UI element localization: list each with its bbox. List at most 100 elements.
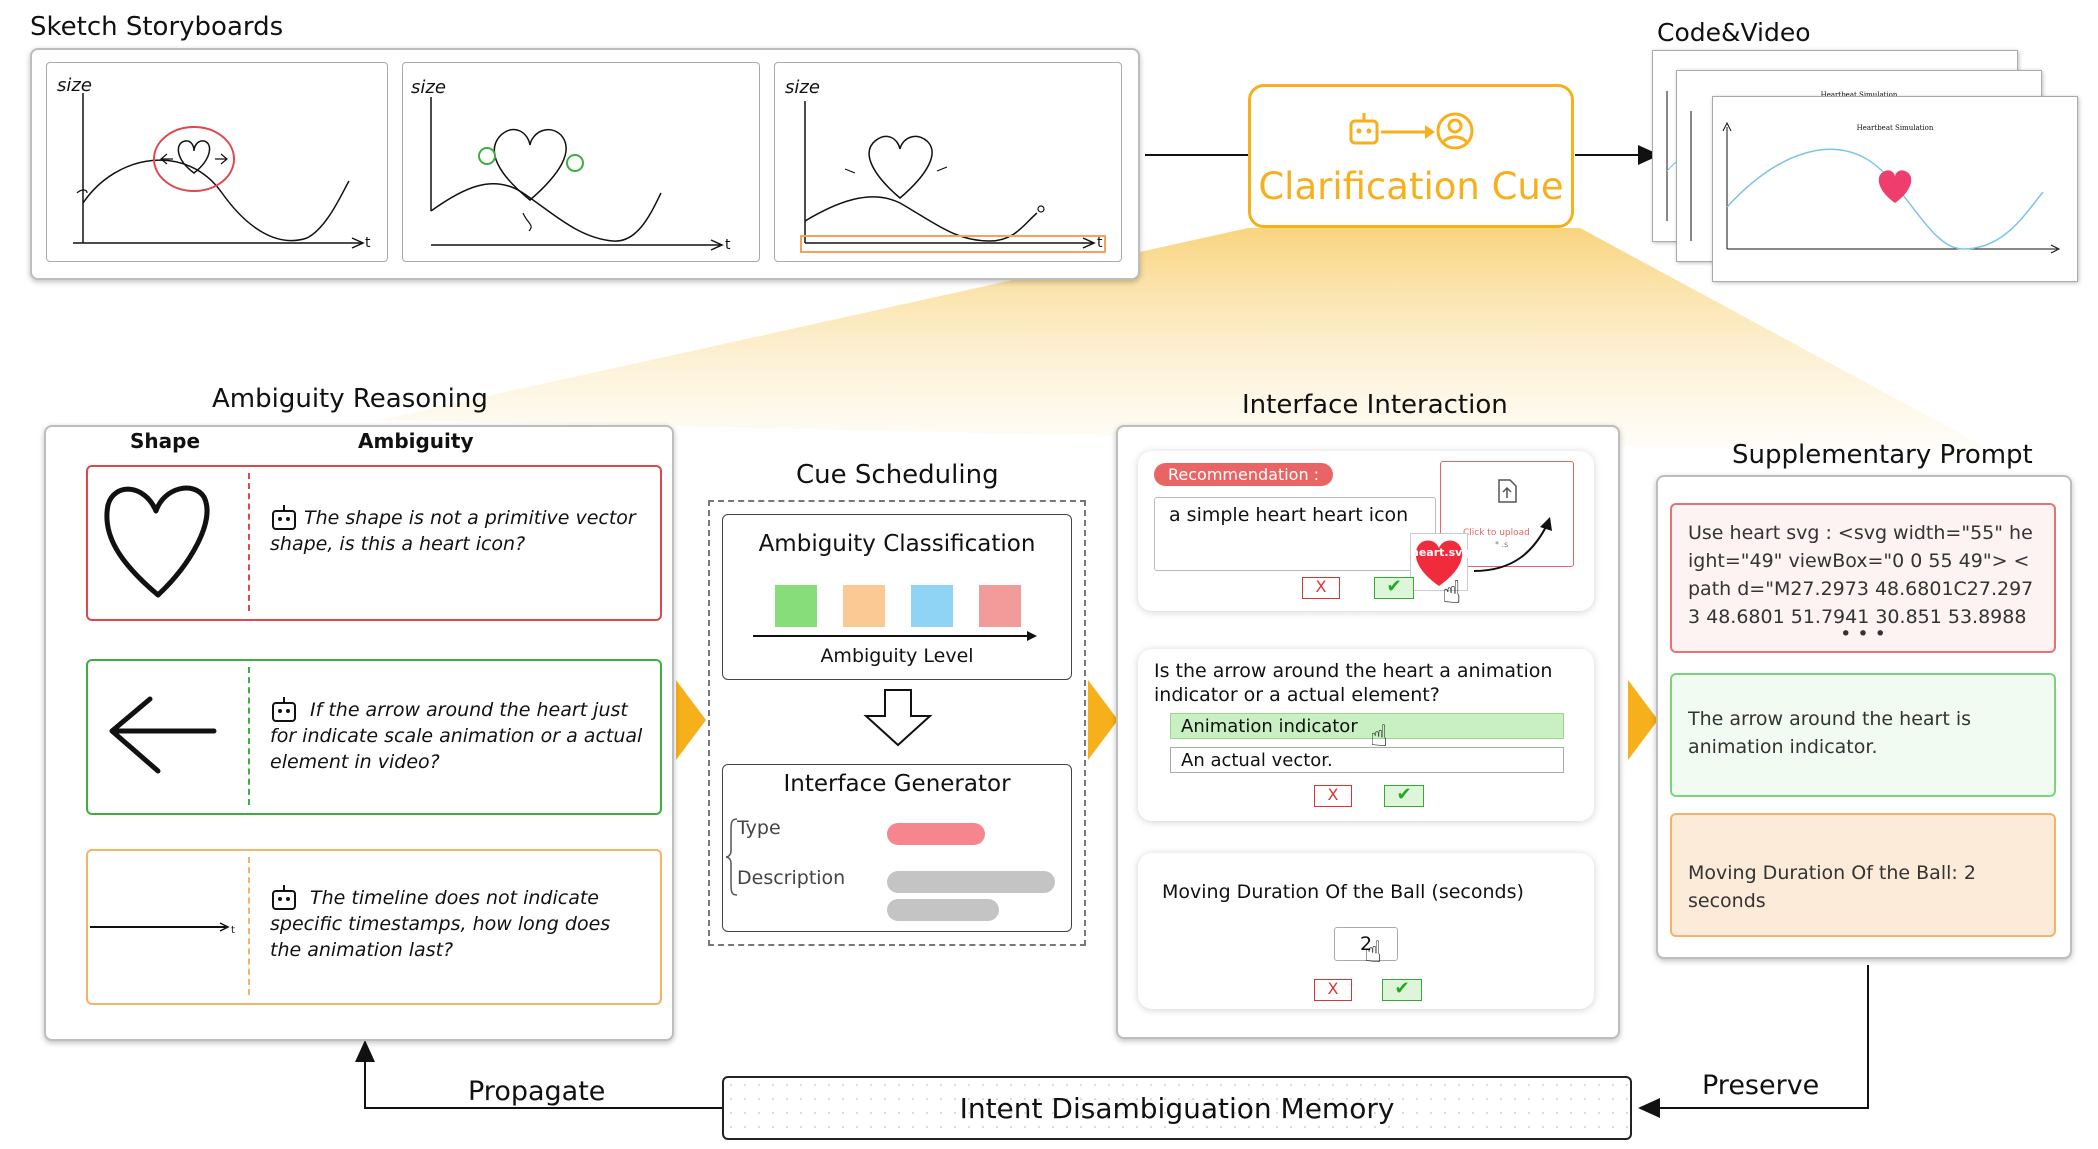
reject-button-1[interactable]: X (1302, 577, 1340, 599)
duration-input[interactable]: 2 (1334, 927, 1398, 961)
level-swatch-2 (843, 585, 885, 627)
duration-question-text: Moving Duration Of the Ball (seconds) (1162, 881, 1524, 903)
spotlight-cone (380, 228, 2000, 455)
chevron-2 (1088, 680, 1118, 760)
upload-file-icon (1498, 479, 1517, 503)
ambiguity-text-1: The shape is not a primitive vector shap… (270, 507, 636, 555)
hand-pointer-icon: ☝ (1370, 719, 1389, 754)
level-swatch-4 (979, 585, 1021, 627)
supplementary-prompt-panel: Use heart svg : <svg width="55" height="… (1656, 475, 2072, 959)
video-frame-plot (1722, 121, 2061, 254)
heart-sketch-icon (104, 485, 210, 598)
interface-generator-box: Interface Generator Type Description (722, 764, 1072, 932)
arrow-question-text: Is the arrow around the heart a animatio… (1154, 660, 1553, 706)
left-arrow-sketch-icon (109, 696, 217, 774)
hand-pointer-icon: ☝ (1364, 935, 1383, 970)
sketch-1-drawing (73, 93, 365, 249)
ambiguity-classification-box: Ambiguity Classification Ambiguity Level (722, 514, 1072, 680)
axis-label-t-1: t (365, 235, 371, 251)
col-ambiguity-header: Ambiguity (358, 429, 474, 453)
axis-label-t-2: t (725, 237, 731, 253)
ambiguity-level-label: Ambiguity Level (820, 645, 974, 667)
type-label: Type (737, 817, 781, 839)
option-a-label: Animation indicator (1181, 716, 1358, 737)
recommendation-input[interactable]: a simple heart heart icon (1154, 497, 1436, 571)
arrow-question-card: Is the arrow around the heart a animatio… (1138, 649, 1594, 821)
sketch-frame-2: size t (402, 62, 760, 262)
description-placeholder-bar-1 (887, 871, 1055, 893)
description-placeholder-bar-2 (887, 899, 999, 921)
sketch-2-drawing (430, 97, 724, 251)
hand-pointer-icon: ☝ (1442, 573, 1462, 611)
clarification-cue-box: Clarification Cue (1248, 84, 1574, 228)
axis-label-size-1: size (57, 75, 92, 96)
ambiguity-item-timeline: t The timeline does not indicate specifi… (86, 849, 662, 1005)
reject-button-2[interactable]: X (1314, 785, 1352, 807)
accept-button-1[interactable]: ✔ (1374, 577, 1414, 599)
axis-label-size-2: size (411, 77, 446, 98)
ambiguity-item-arrow: If the arrow around the heart just for i… (86, 659, 662, 815)
heart-icon (1415, 540, 1463, 586)
robot-icon (272, 505, 296, 530)
supplementary-text-2: The arrow around the heart is animation … (1688, 708, 1972, 758)
clarification-cue-label: Clarification Cue (1258, 165, 1564, 208)
supplementary-text-3: Moving Duration Of the Ball: 2 seconds (1688, 862, 1976, 912)
supplementary-item-svg: Use heart svg : <svg width="55" height="… (1670, 503, 2056, 653)
level-swatch-1 (775, 585, 817, 627)
propagate-label: Propagate (468, 1076, 606, 1107)
description-label: Description (737, 867, 846, 889)
upload-subhint: * .s (1495, 540, 1509, 549)
option-actual-vector[interactable]: An actual vector. (1170, 747, 1564, 773)
arrow-propagate (355, 1040, 722, 1109)
accept-button-3[interactable]: ✔ (1382, 979, 1422, 1001)
ambiguity-reasoning-panel: Shape Ambiguity The shape is not a primi… (44, 425, 674, 1041)
col-shape-header: Shape (130, 429, 201, 453)
ambiguity-item-shape: The shape is not a primitive vector shap… (86, 465, 662, 621)
interface-interaction-title: Interface Interaction (1242, 390, 1508, 420)
divider-2 (248, 667, 250, 805)
video-frame-front: Heartbeat Simulation (1712, 96, 2078, 282)
reject-button-3[interactable]: X (1314, 979, 1352, 1001)
accept-button-2[interactable]: ✔ (1384, 785, 1424, 807)
preserve-label: Preserve (1702, 1070, 1820, 1101)
heart-svg-filename: heart.svg (1411, 546, 1471, 559)
option-b-label: An actual vector. (1181, 750, 1333, 771)
supplementary-item-arrow: The arrow around the heart is animation … (1670, 673, 2056, 797)
recommendation-badge: Recommendation : (1154, 463, 1334, 486)
supplementary-prompt-title: Supplementary Prompt (1732, 440, 2033, 470)
duration-card: Moving Duration Of the Ball (seconds) 2 … (1138, 853, 1594, 1009)
chevron-1 (676, 680, 706, 760)
sketch-frame-1: size t (46, 62, 388, 262)
ambiguity-text-3: The timeline does not indicate specific … (270, 887, 611, 961)
recommendation-card: Recommendation : a simple heart heart ic… (1138, 451, 1594, 611)
drag-arrow (1473, 517, 1552, 572)
heart-svg-file[interactable]: heart.svg (1410, 533, 1471, 591)
ambiguity-reasoning-title: Ambiguity Reasoning (212, 384, 488, 414)
sketch-storyboards-title: Sketch Storyboards (30, 12, 284, 42)
axis-label-t-3: t (1097, 235, 1103, 251)
sketch-frame-3: size t (774, 62, 1122, 262)
cue-scheduling-title: Cue Scheduling (796, 460, 999, 490)
chevron-3 (1628, 680, 1658, 760)
down-arrow-icon (863, 689, 933, 747)
recommendation-text: a simple heart heart icon (1169, 504, 1409, 526)
divider-1 (248, 473, 250, 611)
video-frame-middle-title: Heartbeat Simulation (1820, 91, 1898, 99)
intent-memory-box: Intent Disambiguation Memory (722, 1076, 1632, 1140)
level-swatch-3 (911, 585, 953, 627)
timeline-arrow-icon (90, 922, 230, 932)
duration-value: 2 (1359, 933, 1373, 955)
upload-hint: Click to upload (1463, 528, 1530, 538)
option-animation-indicator[interactable]: Animation indicator (1170, 713, 1564, 739)
brace-icon (725, 818, 738, 896)
arrow-preserve (1638, 965, 1869, 1118)
code-video-title: Code&Video (1657, 18, 1811, 47)
type-placeholder-bar (887, 823, 985, 845)
ambiguity-classification-title: Ambiguity Classification (758, 531, 1036, 557)
supplementary-text-1: Use heart svg : <svg width="55" height="… (1688, 522, 2034, 628)
cue-scheduling-panel: Ambiguity Classification Ambiguity Level… (708, 500, 1086, 946)
video-frame-title: Heartbeat Simulation (1856, 124, 1934, 132)
divider-3 (248, 857, 250, 995)
level-axis-arrow (753, 631, 1037, 641)
